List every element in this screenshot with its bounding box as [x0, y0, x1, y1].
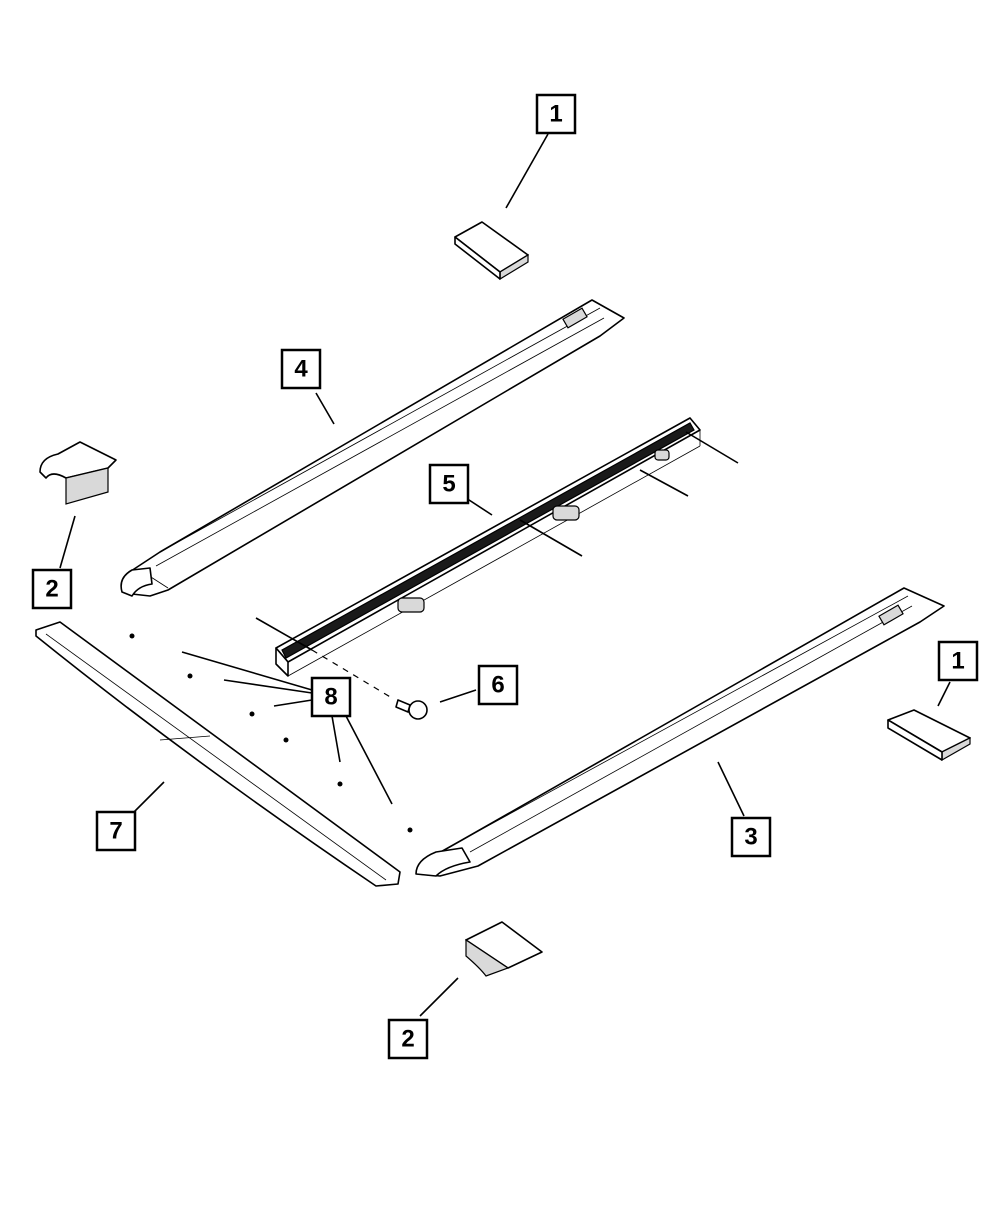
track-middle — [275, 417, 701, 677]
callout-1-right: 1 — [937, 640, 979, 682]
callout-4-label: 4 — [294, 356, 308, 383]
end-cap-left — [39, 441, 117, 505]
callout-8-label: 8 — [324, 684, 337, 711]
callout-1-top: 1 — [535, 93, 577, 135]
track-clip-1 — [397, 597, 425, 613]
callout-3-label: 3 — [744, 824, 757, 851]
end-cap-top — [454, 221, 529, 281]
fasteners — [129, 633, 413, 833]
callout-8: 8 — [310, 676, 352, 718]
track-clip-2 — [552, 505, 580, 521]
side-rail-lower — [415, 587, 945, 877]
callout-4: 4 — [280, 348, 322, 390]
callout-2-bottom: 2 — [387, 1018, 429, 1060]
leader-lines — [59, 133, 951, 1017]
cross-bow — [35, 621, 401, 887]
callout-2-bottom-label: 2 — [401, 1026, 414, 1053]
bolt — [395, 699, 428, 720]
callout-2-left-label: 2 — [45, 576, 58, 603]
callout-7-label: 7 — [109, 818, 122, 845]
callout-5: 5 — [428, 463, 470, 505]
callout-2-left: 2 — [31, 568, 73, 610]
callout-1-right-label: 1 — [951, 648, 964, 675]
callout-6: 6 — [477, 664, 519, 706]
end-cap-bottom — [465, 921, 543, 977]
callout-1-top-label: 1 — [549, 101, 562, 128]
end-cap-right — [887, 709, 971, 762]
callout-7: 7 — [95, 810, 137, 852]
callout-3: 3 — [730, 816, 772, 858]
callout-5-label: 5 — [442, 471, 455, 498]
callout-6-label: 6 — [491, 672, 504, 699]
track-clip-3 — [654, 449, 670, 461]
side-rail-upper — [120, 299, 625, 597]
